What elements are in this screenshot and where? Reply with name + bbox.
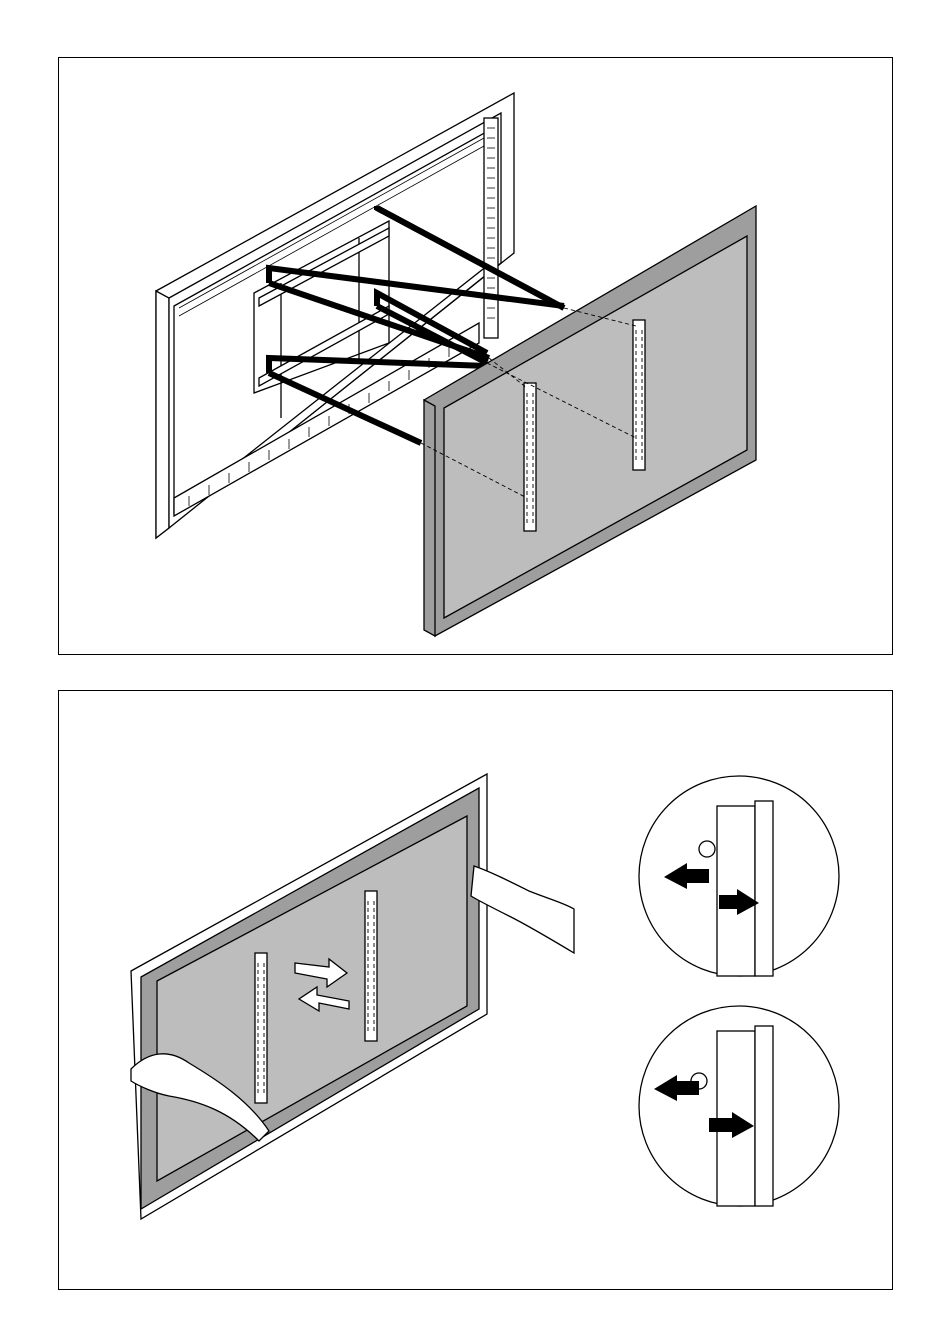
detail-circle — [639, 776, 839, 976]
vertical-bracket — [255, 953, 267, 1103]
vertical-bracket — [524, 383, 536, 531]
figure-mount-alignment — [58, 57, 893, 655]
display-panel — [131, 774, 487, 1219]
figure-hang-display — [58, 690, 893, 1290]
lock-screw — [699, 841, 715, 857]
detail-circle — [639, 1006, 839, 1206]
vertical-bracket — [365, 891, 377, 1041]
vertical-bracket — [633, 320, 645, 470]
hang-display-illustration — [59, 691, 894, 1291]
mount-alignment-illustration — [59, 58, 894, 656]
